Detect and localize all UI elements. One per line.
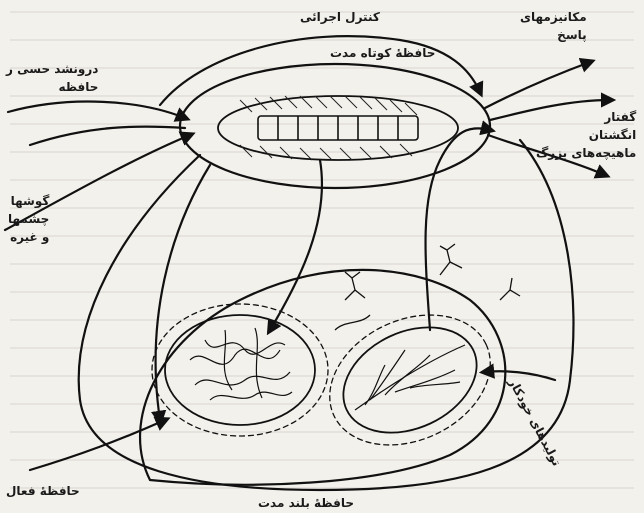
response-mechanisms-line-1: مکانیزمهای [520,8,587,26]
speech-line-1: گفتار [536,108,636,126]
ears-eyes-line-2: چشمها [8,210,49,228]
active-memory-ellipse [165,315,315,425]
automatic-productions-dashed [309,290,512,470]
speech-label: گفتار انگشتان ماهیچه‌های بزرگ [536,108,636,162]
ears-eyes-line-3: و غیره [8,228,49,246]
speech-line-3: ماهیچه‌های بزرگ [536,144,636,162]
short-term-memory-cells [258,116,418,140]
long-term-memory-outline [79,140,574,490]
response-line-1 [485,62,590,108]
short-term-memory-label: حافظهٔ کوتاه مدت [330,44,435,62]
ears-eyes-label: گوشها چشمها و غیره [8,192,49,246]
right-vertical-loop [426,128,490,330]
active-memory-arrow [30,420,165,470]
sensory-input-label: درونشد حسی ر حافظه [6,60,98,96]
short-term-hatching [240,96,417,160]
response-mechanisms-line-2: پاسخ [520,26,587,44]
executive-control-label: کنترل اجرائی [300,8,380,26]
speech-line-2: انگشتان [536,126,636,144]
sensory-input-line [8,102,185,118]
active-memory-label: حافظهٔ فعال [6,482,80,500]
sensory-input-line-1: درونشد حسی ر [6,60,98,78]
sensory-input-line-2 [30,127,185,145]
active-memory-network [190,328,292,400]
executive-control-ellipse [180,64,490,188]
response-mechanisms-label: مکانیزمهای پاسخ [520,8,587,44]
active-memory-dashed [152,304,328,436]
long-term-inner-loop [140,270,505,485]
sensory-input-line-2: حافظه [6,78,98,96]
ears-eyes-line-1: گوشها [8,192,49,210]
automatic-productions-network [355,345,465,410]
long-term-memory-label: حافظهٔ بلند مدت [258,494,354,512]
automatic-productions-ellipse [326,307,493,453]
